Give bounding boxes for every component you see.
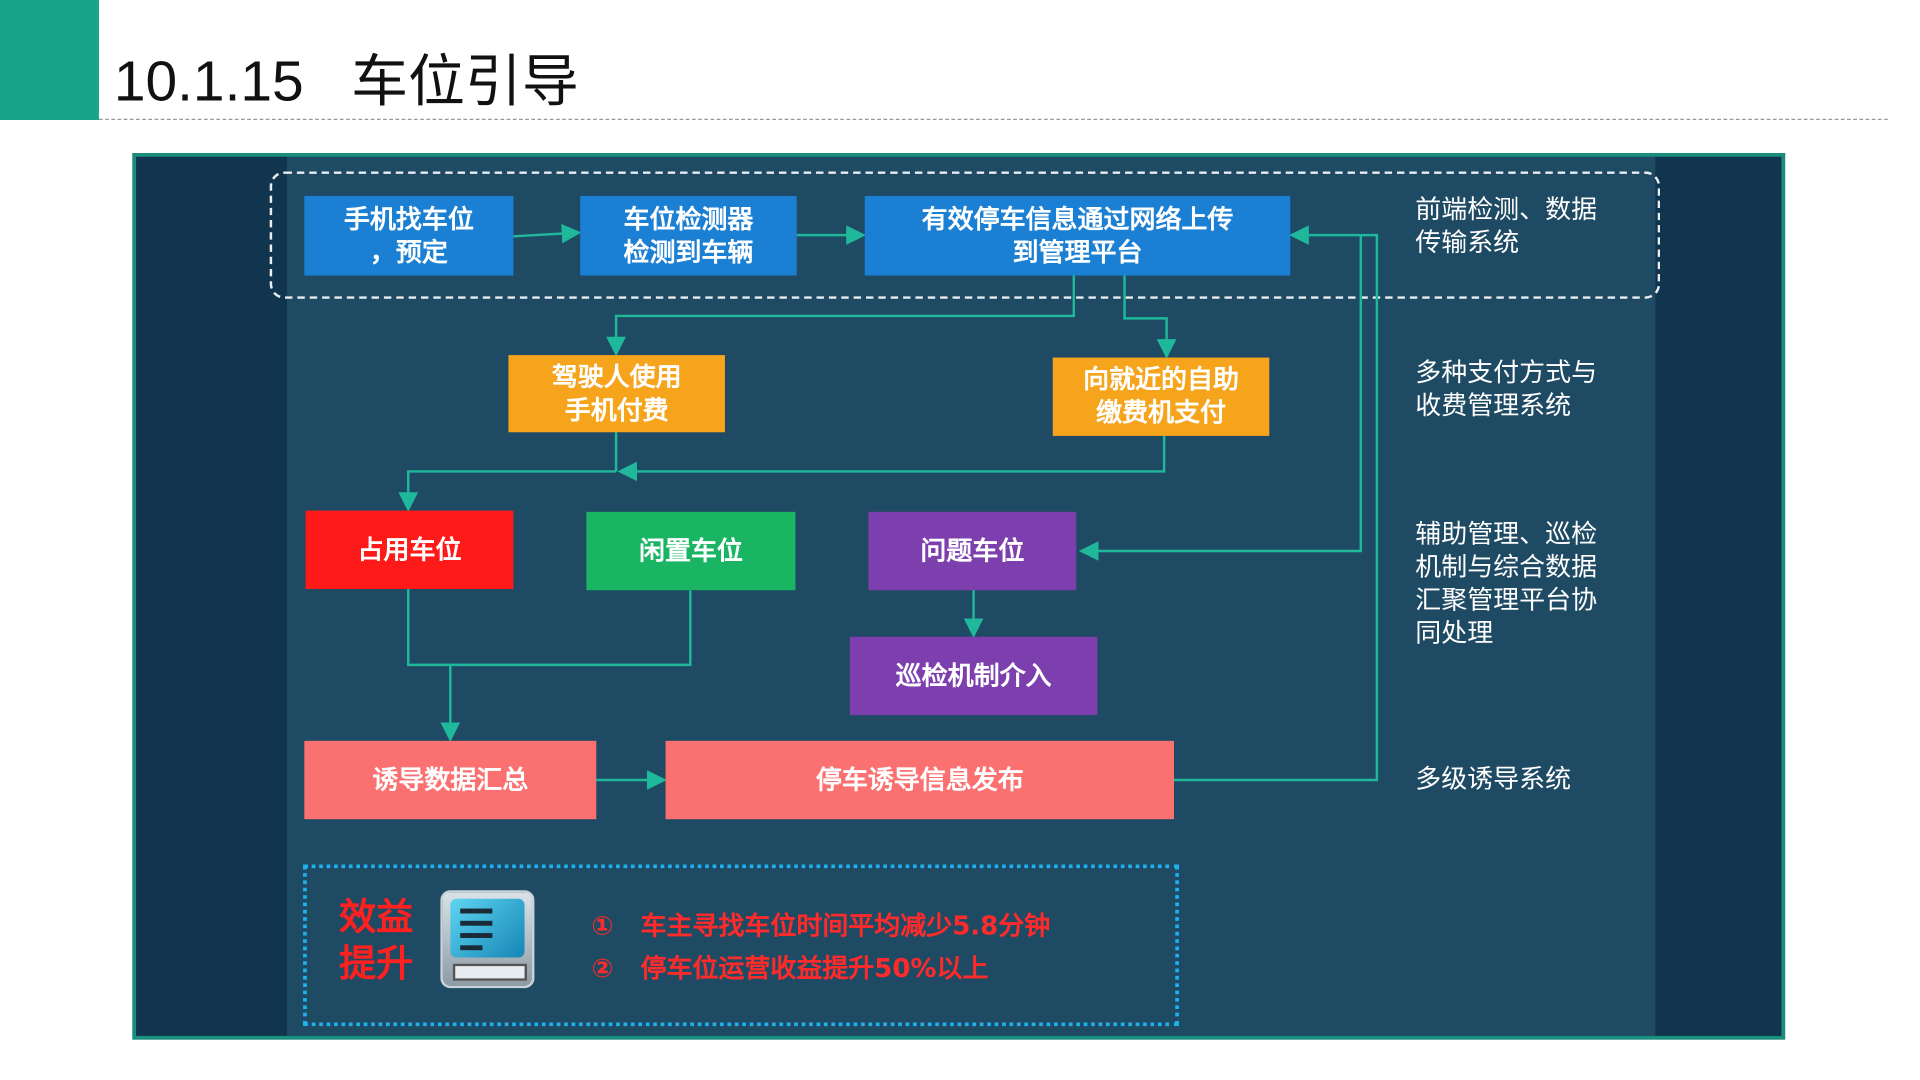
header-divider: [98, 118, 1888, 121]
arrow-find-to-detector: [513, 223, 582, 244]
side-label-frontend: 前端检测、数据 传输系统: [1415, 194, 1598, 258]
arrow-upload-to-mobilepay: [606, 275, 1076, 357]
box-data-summary: 诱导数据汇总: [304, 740, 597, 820]
side-label-management: 辅助管理、巡检 机制与综合数据 汇聚管理平台协 同处理: [1415, 519, 1598, 648]
box-publish: 停车诱导信息发布: [665, 740, 1175, 820]
panel-left-band: [136, 156, 288, 1036]
box-detector: 车位检测器 检测到车辆: [580, 195, 797, 276]
box-upload-platform: 有效停车信息通过网络上传 到管理平台: [864, 195, 1291, 276]
benefit-item-1: ① 车主寻找车位时间平均减少5.8分钟: [591, 911, 1051, 941]
box-idle: 闲置车位: [586, 511, 796, 591]
arrow-upload-to-kiosk: [1123, 275, 1177, 359]
benefit-box: 效益 提升 ① 车主寻找车位时间平均减少5.8分钟 ② 停车位运营收益提升50%…: [303, 864, 1179, 1027]
page-title: 10.1.15 车位引导: [113, 48, 579, 113]
box-patrol: 巡检机制介入: [849, 636, 1098, 716]
box-mobile-pay: 驾驶人使用 手机付费: [508, 355, 725, 433]
frontend-group-frame: [269, 171, 1661, 299]
arrow-to-occupied: [398, 470, 617, 512]
box-occupied: 占用车位: [305, 510, 514, 589]
benefit-item-2: ② 停车位运营收益提升50%以上: [591, 953, 989, 984]
arrow-kiosk-merge: [617, 435, 1166, 482]
benefit-title: 效益 提升: [338, 896, 414, 986]
side-label-guidance: 多级诱导系统: [1415, 764, 1572, 794]
arrow-to-problem: [1078, 235, 1363, 561]
side-label-payment: 多种支付方式与 收费管理系统: [1415, 357, 1598, 421]
header-accent-block: [0, 0, 99, 121]
box-find-spot: 手机找车位 ，预定: [304, 195, 514, 276]
notepad-icon: [440, 890, 535, 989]
line-occupied-idle-merge: [407, 588, 692, 667]
arrow-publish-loop: [1174, 225, 1379, 782]
box-problem: 问题车位: [868, 511, 1077, 591]
box-kiosk-pay: 向就近的自助 缴费机支付: [1052, 357, 1270, 436]
panel-right-band: [1655, 156, 1782, 1036]
